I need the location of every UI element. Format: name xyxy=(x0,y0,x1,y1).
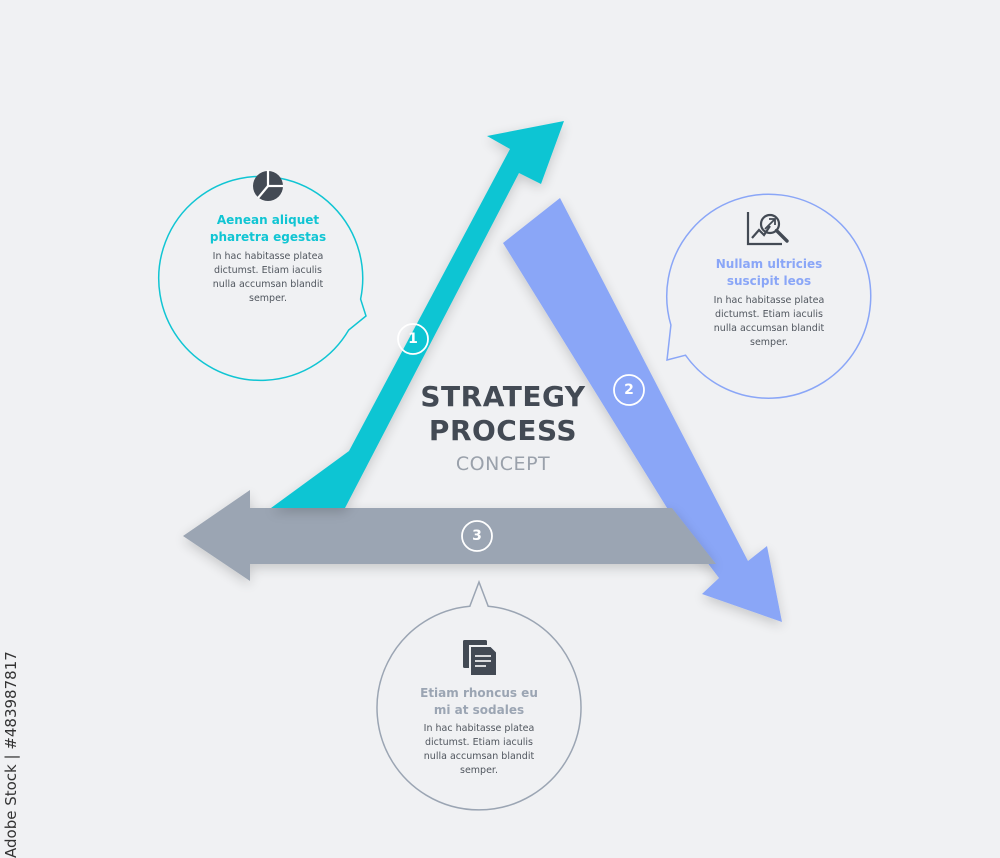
step-1-badge xyxy=(397,323,429,355)
step-3-heading-line-1: Etiam rhoncus eu xyxy=(420,686,538,700)
step-2-description-line: semper. xyxy=(750,337,788,348)
step-3-number: 3 xyxy=(472,528,482,544)
pie-chart-icon xyxy=(253,170,283,201)
step-2-description: In hac habitasse platea dictumst. Etiam … xyxy=(679,294,859,350)
step-1-description-line: dictumst. Etiam iaculis xyxy=(213,265,322,276)
step-2-number: 2 xyxy=(624,382,634,398)
step-3-bubble xyxy=(376,579,582,811)
step-2-heading: Nullam ultricies suscipit leos xyxy=(679,256,859,290)
step-2-heading-line-1: Nullam ultricies xyxy=(715,257,823,271)
center-title-line-2: PROCESS xyxy=(428,414,578,447)
step-1-heading-line-2: pharetra egestas xyxy=(209,230,327,244)
step-1-heading-line-1: Aenean aliquet xyxy=(216,213,320,227)
step-3-description-line: semper. xyxy=(460,765,498,776)
step-1-arrow xyxy=(271,121,564,508)
center-title-line-1: STRATEGY xyxy=(420,380,586,413)
step-3-description-line: nulla accumsan blandit xyxy=(423,751,535,762)
step-1-description-line: semper. xyxy=(249,293,287,304)
step-1-heading: Aenean aliquet pharetra egestas xyxy=(178,212,358,246)
step-2-description-line: dictumst. Etiam iaculis xyxy=(714,309,823,320)
step-2-heading-line-2: suscipit leos xyxy=(726,274,812,288)
step-3-description: In hac habitasse platea dictumst. Etiam … xyxy=(389,722,569,778)
step-2-badge xyxy=(613,374,645,406)
documents-icon xyxy=(463,640,498,677)
step-3-heading-line-2: mi at sodales xyxy=(433,703,525,717)
step-1-bubble xyxy=(157,175,367,382)
stock-watermark: Adobe Stock | #483987817 xyxy=(2,651,20,858)
step-3-description-line: dictumst. Etiam iaculis xyxy=(424,737,533,748)
step-3-arrow xyxy=(183,490,716,581)
step-3-description-line: In hac habitasse platea xyxy=(423,723,535,734)
search-growth-chart-icon xyxy=(746,212,789,246)
step-3-badge xyxy=(461,520,493,552)
step-2-description-line: nulla accumsan blandit xyxy=(713,323,825,334)
center-subtitle: CONCEPT xyxy=(455,453,551,475)
step-3-heading: Etiam rhoncus eu mi at sodales xyxy=(389,685,569,719)
step-1-number: 1 xyxy=(408,331,418,347)
step-1-description-line: nulla accumsan blandit xyxy=(212,279,324,290)
step-2-description-line: In hac habitasse platea xyxy=(713,295,825,306)
step-1-description-line: In hac habitasse platea xyxy=(212,251,324,262)
step-2-bubble xyxy=(666,193,872,399)
step-2-arrow xyxy=(503,198,782,622)
step-1-description: In hac habitasse platea dictumst. Etiam … xyxy=(178,250,358,306)
